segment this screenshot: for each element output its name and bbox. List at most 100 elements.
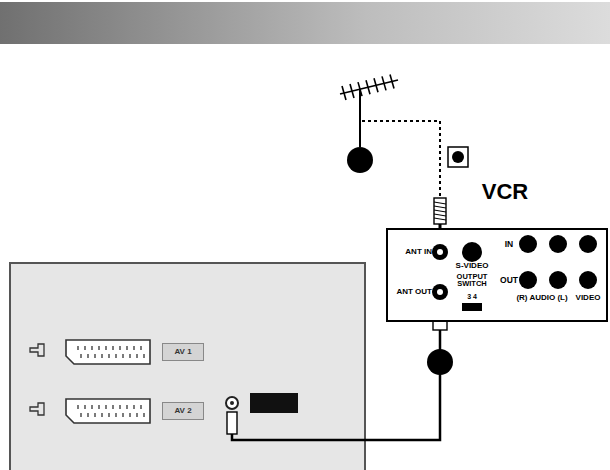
antenna [340, 74, 398, 147]
scart-pin [84, 405, 85, 409]
scart-pin [143, 413, 144, 417]
scart-icon [30, 344, 44, 356]
ant-out-jack [432, 284, 448, 300]
video-in-jack [579, 235, 597, 253]
scart-pin [115, 354, 116, 358]
scart-pin [129, 354, 130, 358]
scart-pin [94, 413, 95, 417]
scart-pin [77, 405, 78, 409]
port-label: 3 4 [467, 293, 477, 300]
scart-pin [108, 413, 109, 417]
callout-dot [347, 147, 373, 173]
scart-pin [122, 413, 123, 417]
scart-pin [119, 405, 120, 409]
scart-pin [133, 405, 134, 409]
ant-in-jack [432, 244, 448, 260]
s-video-jack [462, 242, 482, 262]
scart-pin [98, 346, 99, 350]
input-label: AV 2 [174, 407, 191, 415]
video-out-jack [579, 271, 597, 289]
ant-out-pin [437, 289, 443, 295]
antenna-input-plate [250, 393, 298, 413]
tv-antenna-jack-pin [230, 401, 234, 405]
scart-socket [66, 340, 150, 364]
ant-in-plug [434, 198, 446, 224]
scart-socket [66, 399, 150, 423]
antenna-cable-dotted [362, 121, 440, 198]
scart-icon [30, 403, 44, 415]
scart-pin [126, 346, 127, 350]
callout-dot [427, 349, 453, 375]
antenna-element [342, 86, 346, 100]
scart-pin [87, 354, 88, 358]
scart-pin [126, 405, 127, 409]
header-bar [0, 2, 610, 44]
antenna-element [350, 84, 354, 98]
plug-thread [434, 218, 446, 220]
audio-l-in-jack [549, 235, 567, 253]
scart-pin [80, 354, 81, 358]
antenna-mast [359, 90, 361, 147]
scart-pin [84, 346, 85, 350]
antenna-element [390, 74, 394, 88]
antenna-boom [340, 80, 398, 94]
tv-antenna-jack [226, 397, 238, 409]
scart-pin [140, 405, 141, 409]
scart-pin [91, 346, 92, 350]
scart-pin [94, 354, 95, 358]
port-label: OUTPUT SWITCH [451, 273, 493, 288]
scart-pin [140, 346, 141, 350]
port-label: OUT [500, 276, 518, 285]
wall-socket [448, 147, 468, 167]
scart-pin [80, 413, 81, 417]
antenna-element [366, 80, 370, 94]
port-label: ANT OUT [396, 288, 432, 296]
antenna-elements [342, 74, 394, 100]
scart-pin [77, 346, 78, 350]
scart-pin [98, 405, 99, 409]
plug-thread [434, 206, 446, 208]
scart-pin [105, 405, 106, 409]
plug-threads [434, 202, 446, 220]
plug-thread [434, 202, 446, 204]
antenna-element [374, 78, 378, 92]
scart-pin [122, 354, 123, 358]
scart-pin [112, 405, 113, 409]
audio-r-out-jack [519, 271, 537, 289]
port-label: IN [505, 240, 514, 249]
device-title: VCR [482, 181, 528, 203]
scart-pin [129, 413, 130, 417]
wall-socket-hole [452, 151, 464, 163]
plug-thread [434, 214, 446, 216]
vcr-jacks [386, 228, 608, 322]
scart-pin [105, 346, 106, 350]
scart-pin [101, 413, 102, 417]
port-label: ANT IN [405, 248, 432, 256]
port-label: (R) AUDIO (L) [516, 294, 567, 302]
scart-connectors [30, 340, 150, 423]
plug-thread [434, 210, 446, 212]
port-label: S-VIDEO [456, 262, 489, 270]
scart-pin [136, 354, 137, 358]
av-label-box: AV 2 [162, 402, 204, 420]
av-label-box: AV 1 [162, 343, 204, 361]
vcr-panel: VCRANT INS-VIDEOINOUTOUTPUT SWITCH3 4(R)… [386, 228, 608, 322]
input-label: AV 1 [174, 348, 191, 356]
audio-l-out-jack [549, 271, 567, 289]
ant-in-pin [437, 249, 443, 255]
scart-pin [108, 354, 109, 358]
scart-pin [115, 413, 116, 417]
output-switch [462, 303, 482, 311]
scart-pin [91, 405, 92, 409]
antenna-element [382, 76, 386, 90]
scart-pin [101, 354, 102, 358]
scart-pin [87, 413, 88, 417]
scart-pin [112, 346, 113, 350]
port-label: VIDEO [576, 294, 601, 302]
scart-pin [143, 354, 144, 358]
scart-pin [133, 346, 134, 350]
audio-r-in-jack [519, 235, 537, 253]
tv-plug [227, 412, 237, 434]
scart-pin [119, 346, 120, 350]
